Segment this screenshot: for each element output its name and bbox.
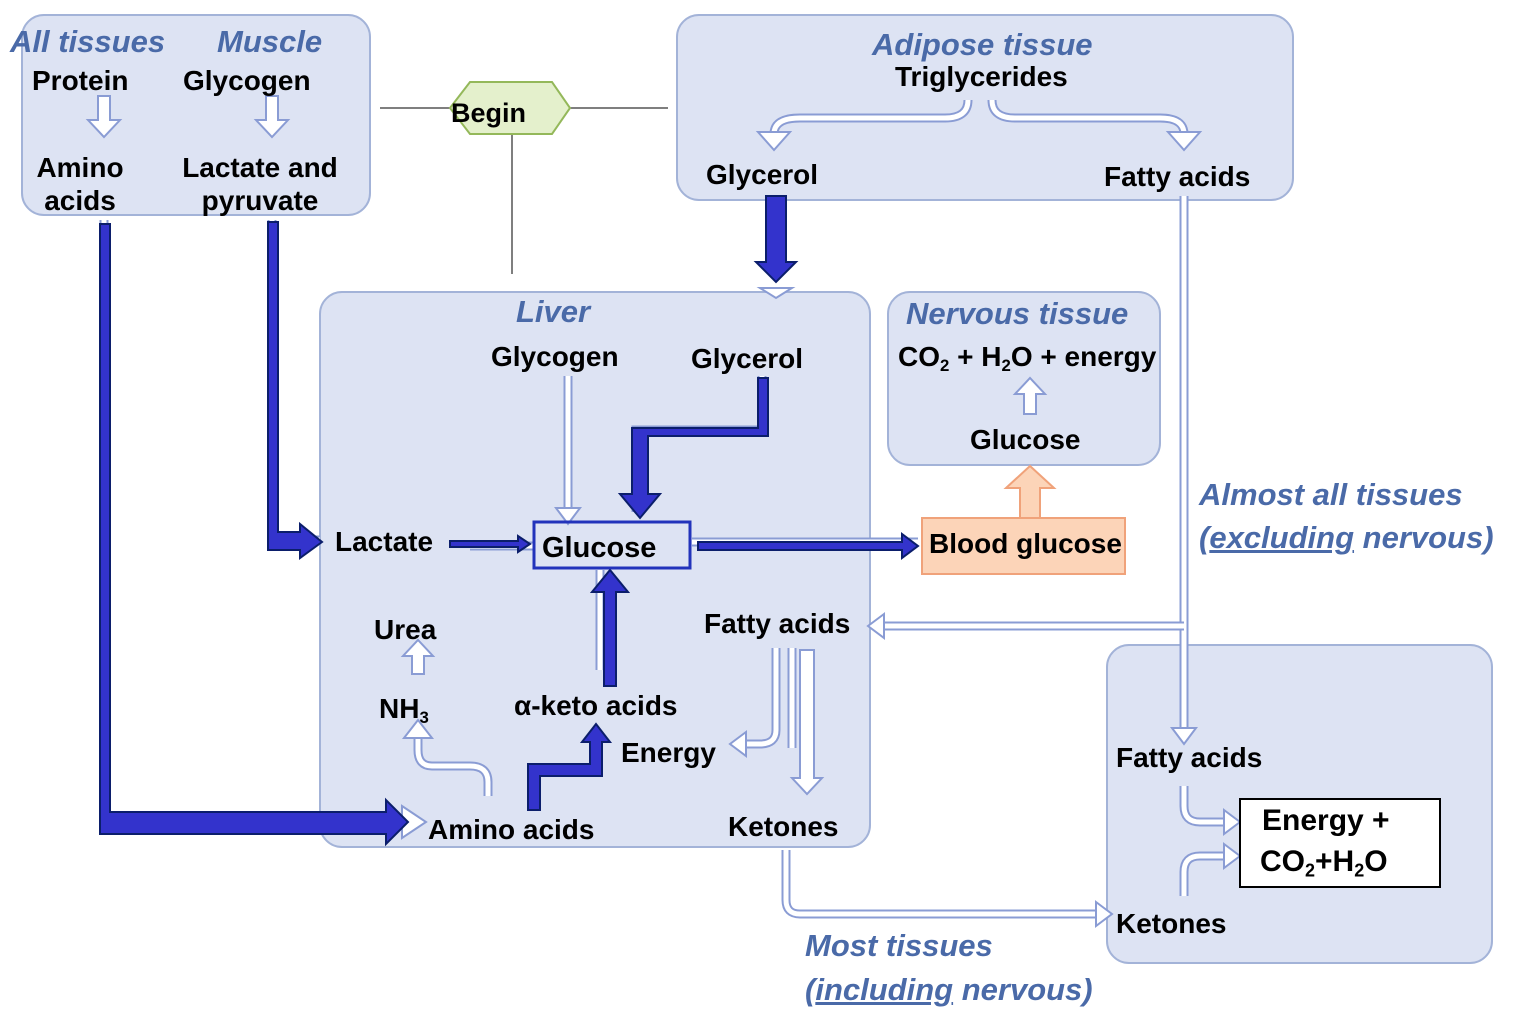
glycerol-to-liver-arrow xyxy=(753,195,799,284)
amino-acids-to-liver-arrow xyxy=(99,223,410,847)
label-liver-glycogen: Glycogen xyxy=(491,341,619,372)
label-liver-amino-acids: Amino acids xyxy=(428,814,595,845)
fatty-to-ketones-arrow xyxy=(789,649,825,796)
label-lactate: Lactate xyxy=(335,526,434,557)
label-urea: Urea xyxy=(374,614,437,645)
nh3-to-urea-arrow xyxy=(400,638,436,675)
label-muscle-glycogen: Glycogen xyxy=(183,65,311,96)
label-energy: Energy xyxy=(621,737,716,768)
label-adipose-fatty-acids: Fatty acids xyxy=(1104,161,1251,192)
label-peripheral-fatty-acids: Fatty acids xyxy=(1116,742,1263,773)
label-co2-h2o-energy: CO2 + H2O + energy xyxy=(898,341,1157,376)
label-peripheral-ketones: Ketones xyxy=(1116,908,1227,939)
label-amino-acids-top: Amino acids xyxy=(36,152,124,217)
protein-to-amino-arrow xyxy=(85,95,123,139)
box-nervous xyxy=(887,291,1161,466)
label-nervous-glucose: Glucose xyxy=(970,424,1081,455)
box-adipose xyxy=(676,14,1294,201)
label-co2-h2o: CO2+H2O xyxy=(1260,845,1388,881)
title-adipose: Adipose tissue xyxy=(872,27,1093,62)
lactate-to-liver-arrow xyxy=(267,221,324,560)
glucose-to-co2-arrow xyxy=(1012,376,1048,415)
note-including-nervous: (including nervous) xyxy=(805,972,1093,1007)
blood-glucose-box xyxy=(921,517,1126,575)
label-triglycerides: Triglycerides xyxy=(895,61,1068,92)
ketones-to-peripheral-path xyxy=(781,850,1096,919)
note-excluding-nervous: (excluding nervous) xyxy=(1199,520,1494,555)
note-almost-all-tissues: Almost all tissues xyxy=(1199,477,1463,512)
glucose-to-blood-arrow xyxy=(697,532,920,560)
label-adipose-glycerol: Glycerol xyxy=(706,159,819,190)
label-begin: Begin xyxy=(451,98,527,128)
label-liver-glycerol: Glycerol xyxy=(691,343,804,374)
label-liver-fatty-acids: Fatty acids xyxy=(704,608,851,639)
title-muscle: Muscle xyxy=(217,24,323,59)
keto-to-glucose-arrow xyxy=(589,568,631,687)
lactate-to-glucose-arrow xyxy=(449,534,532,554)
label-nh3: NH3 xyxy=(379,693,429,728)
label-liver-ketones: Ketones xyxy=(728,811,839,842)
title-liver: Liver xyxy=(516,294,591,329)
label-blood-glucose: Blood glucose xyxy=(929,528,1122,559)
box-tissues-muscle xyxy=(21,14,371,216)
begin-hexagon xyxy=(448,81,572,135)
liver-glucose-box xyxy=(532,520,692,570)
title-nervous: Nervous tissue xyxy=(906,296,1129,331)
glycerol-to-glucose-arrow xyxy=(617,377,769,520)
label-keto-acids: α-keto acids xyxy=(514,690,678,721)
blood-to-nervous-arrow xyxy=(1003,464,1057,519)
label-liver-glucose: Glucose xyxy=(542,532,657,564)
energy-co2-box xyxy=(1239,798,1441,888)
glycogen-to-lactate-arrow xyxy=(253,95,291,139)
label-energy-plus: Energy + xyxy=(1262,804,1390,837)
title-all-tissues: All tissues xyxy=(10,24,166,59)
label-protein: Protein xyxy=(32,65,129,96)
note-most-tissues: Most tissues xyxy=(805,928,993,963)
amino-to-keto-arrow xyxy=(527,722,613,811)
label-lactate-pyruvate: Lactate and pyruvate xyxy=(182,152,338,217)
